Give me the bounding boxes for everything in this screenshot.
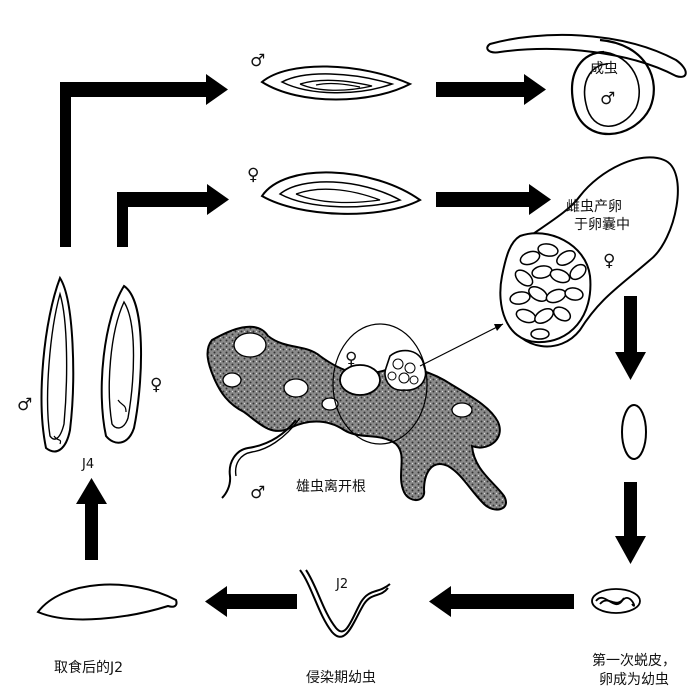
arrow-female-to-egg-sac — [436, 184, 551, 215]
j4-male-figure — [40, 275, 75, 453]
male-juvenile-stage-figure — [260, 65, 413, 101]
arrow-egg-to-molt — [615, 482, 646, 564]
label-j2: J2 — [336, 577, 349, 592]
egg-figure — [621, 404, 647, 460]
label-male-leaves-root: 雄虫离开根 — [296, 479, 366, 495]
arrow-to-male-stage — [60, 74, 228, 247]
label-in-egg-sac: 于卵囊中 — [574, 217, 630, 233]
arrow-fed-j2-to-j4 — [76, 478, 107, 560]
label-j4: J4 — [82, 457, 95, 472]
female-symbol-root: ♀ — [345, 349, 358, 369]
male-symbol-root: ♂ — [250, 483, 266, 503]
fed-j2-figure — [36, 583, 178, 621]
label-egg-to-larva: 卵成为幼虫 — [599, 672, 669, 688]
female-symbol-j4: ♀ — [150, 375, 163, 395]
arrow-to-female-stage — [117, 184, 229, 247]
j2-juvenile-figure — [299, 569, 391, 638]
j4-female-figure — [100, 284, 143, 444]
arrow-molt-to-j2 — [429, 586, 574, 617]
label-adult: 成虫 — [590, 61, 618, 77]
root-figure — [206, 323, 507, 511]
adult-male-figure — [486, 33, 687, 136]
arrow-egg-sac-to-egg — [615, 296, 646, 380]
arrow-male-to-adult — [436, 74, 546, 105]
label-female-lays: 雌虫产卵 — [566, 199, 622, 215]
arrow-j2-to-fed-j2 — [205, 586, 297, 617]
egg-cluster — [509, 243, 587, 340]
male-symbol-j4: ♂ — [17, 395, 33, 415]
female-symbol-middle: ♀ — [247, 165, 260, 185]
female-symbol-egg-sac: ♀ — [603, 251, 616, 271]
male-symbol-top: ♂ — [250, 51, 266, 71]
female-juvenile-stage-figure — [260, 171, 422, 215]
egg-with-larva-figure — [591, 588, 641, 614]
male-symbol-adult: ♂ — [600, 89, 616, 109]
female-egg-sac-figure — [499, 156, 679, 348]
label-infective-juvenile: 侵染期幼虫 — [306, 670, 376, 686]
label-fed-j2: 取食后的J2 — [54, 660, 124, 676]
label-first-molt: 第一次蜕皮， — [592, 653, 676, 669]
